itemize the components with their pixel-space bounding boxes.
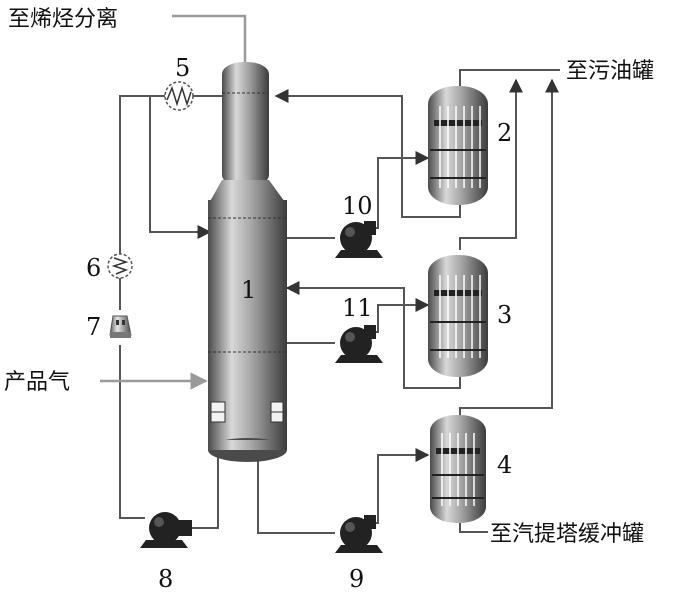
pipe-7-to-8	[119, 345, 145, 519]
exchanger-3	[428, 255, 488, 377]
label-to-slop-tank: 至污油罐	[566, 59, 654, 84]
pipe-2-to-slop	[459, 69, 560, 86]
exchanger-2	[428, 86, 488, 205]
pipe-to-olefin	[172, 14, 247, 62]
label-to-stripper-buffer: 至汽提塔缓冲罐	[490, 522, 644, 547]
heat-exchanger-5	[164, 81, 194, 111]
fractionation-column	[208, 62, 287, 462]
number-6: 6	[86, 254, 101, 282]
pump-9	[335, 515, 383, 553]
pipe-2-to-column	[274, 89, 461, 218]
number-4: 4	[497, 451, 512, 479]
number-7: 7	[86, 313, 101, 341]
pump-10	[335, 221, 383, 258]
number-2: 2	[497, 119, 512, 147]
pipe-8-to-column	[190, 450, 219, 529]
heat-exchanger-6	[107, 253, 133, 279]
number-8: 8	[158, 565, 173, 593]
number-3: 3	[497, 301, 512, 329]
pipe-4-to-stripper	[459, 520, 488, 533]
pipe-9-to-4	[372, 448, 430, 524]
pump-8	[140, 512, 192, 548]
pipe-5-to-column-mid	[149, 96, 212, 239]
number-10: 10	[342, 192, 373, 220]
pipe-column-to-9	[257, 450, 335, 534]
label-product-gas: 产品气	[4, 370, 70, 395]
label-to-olefin: 至烯烃分离	[8, 7, 118, 32]
pipe-3-to-column	[285, 281, 461, 389]
pipe-4-to-slop	[459, 78, 559, 420]
pipe-3-to-slop	[459, 78, 523, 250]
number-5: 5	[175, 54, 190, 82]
pipe-left-upper	[119, 95, 165, 258]
exchanger-4	[430, 415, 486, 523]
number-9: 9	[349, 565, 364, 593]
pump-11	[335, 325, 383, 363]
pipe-11-to-3	[372, 298, 430, 333]
filter-valve-7	[109, 315, 132, 338]
number-1: 1	[241, 276, 256, 304]
number-11: 11	[342, 294, 373, 322]
